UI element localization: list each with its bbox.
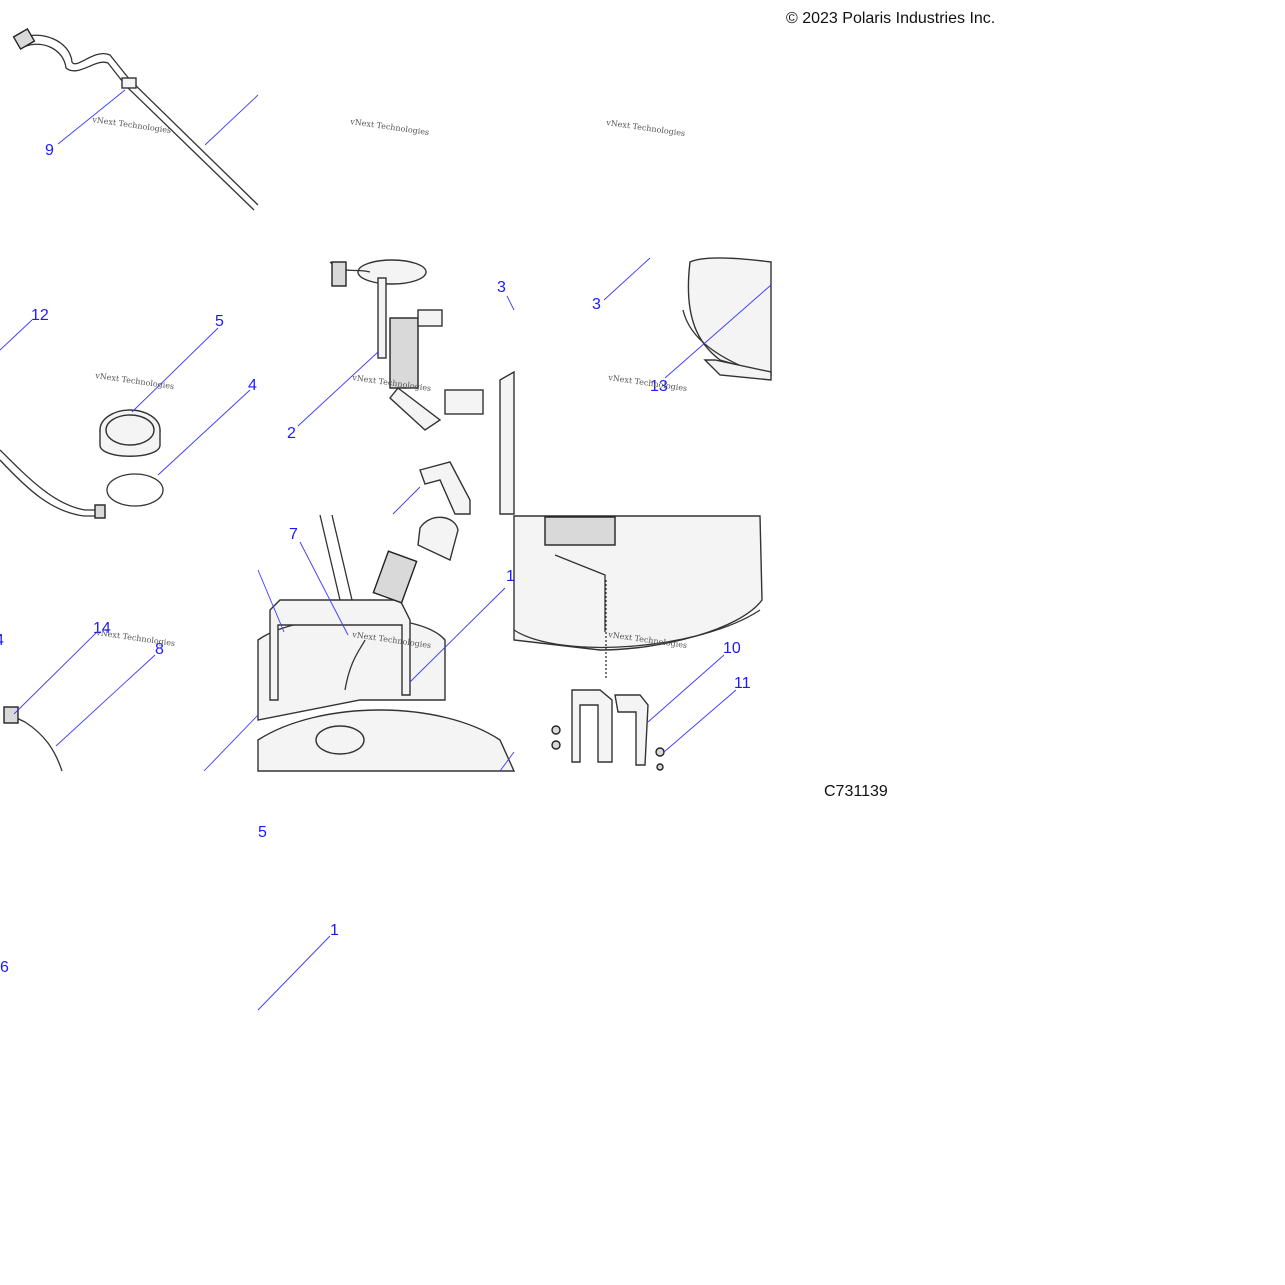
callout-5: 5 [258, 824, 267, 841]
fuel-tank-drawing [682, 257, 772, 381]
callout-5: 5 [215, 313, 224, 330]
svg-text:vNext Technologies: vNext Technologies [349, 117, 430, 137]
callout-3: 3 [497, 279, 506, 296]
callout-2: 2 [287, 425, 296, 442]
callout-11: 11 [734, 675, 751, 692]
svg-text:vNext Technologies: vNext Technologies [94, 371, 175, 391]
callout-8: 8 [155, 641, 164, 658]
callout-13: 13 [650, 378, 668, 395]
vent-hose-drawing [0, 449, 106, 519]
tank-bracket-drawing [513, 515, 763, 771]
callout-labels: 9 12 5 4 2 3 3 13 7 1 14 8 4 10 11 5 1 6 [0, 142, 751, 976]
tank-strap-drawing [257, 370, 516, 772]
figure-id: C731139 [824, 783, 888, 800]
fuel-hose-drawing [12, 27, 259, 211]
watermarks: vNext Technologies vNext Technologies vN… [91, 115, 688, 650]
callout-12: 12 [31, 307, 49, 324]
callout-9: 9 [45, 142, 54, 159]
svg-text:vNext Technologies: vNext Technologies [605, 118, 686, 138]
svg-text:vNext Technologies: vNext Technologies [607, 373, 688, 393]
callout-10: 10 [723, 640, 741, 657]
copyright-notice: © 2023 Polaris Industries Inc. [786, 10, 996, 27]
callout-3: 3 [592, 296, 601, 313]
leader-lines [0, 89, 772, 1011]
callout-14: 14 [93, 620, 111, 637]
callout-4: 4 [0, 632, 4, 649]
gasket-drawing [106, 473, 164, 507]
callout-7: 7 [289, 526, 298, 543]
callout-1: 1 [330, 922, 339, 939]
svg-text:vNext Technologies: vNext Technologies [95, 628, 176, 648]
lock-ring-drawing [99, 409, 161, 457]
fitting-hose-drawing [3, 706, 63, 772]
callout-4: 4 [248, 377, 257, 394]
callout-1: 1 [506, 568, 515, 585]
fuel-pump-drawing [329, 259, 484, 431]
callout-6: 6 [0, 959, 9, 976]
